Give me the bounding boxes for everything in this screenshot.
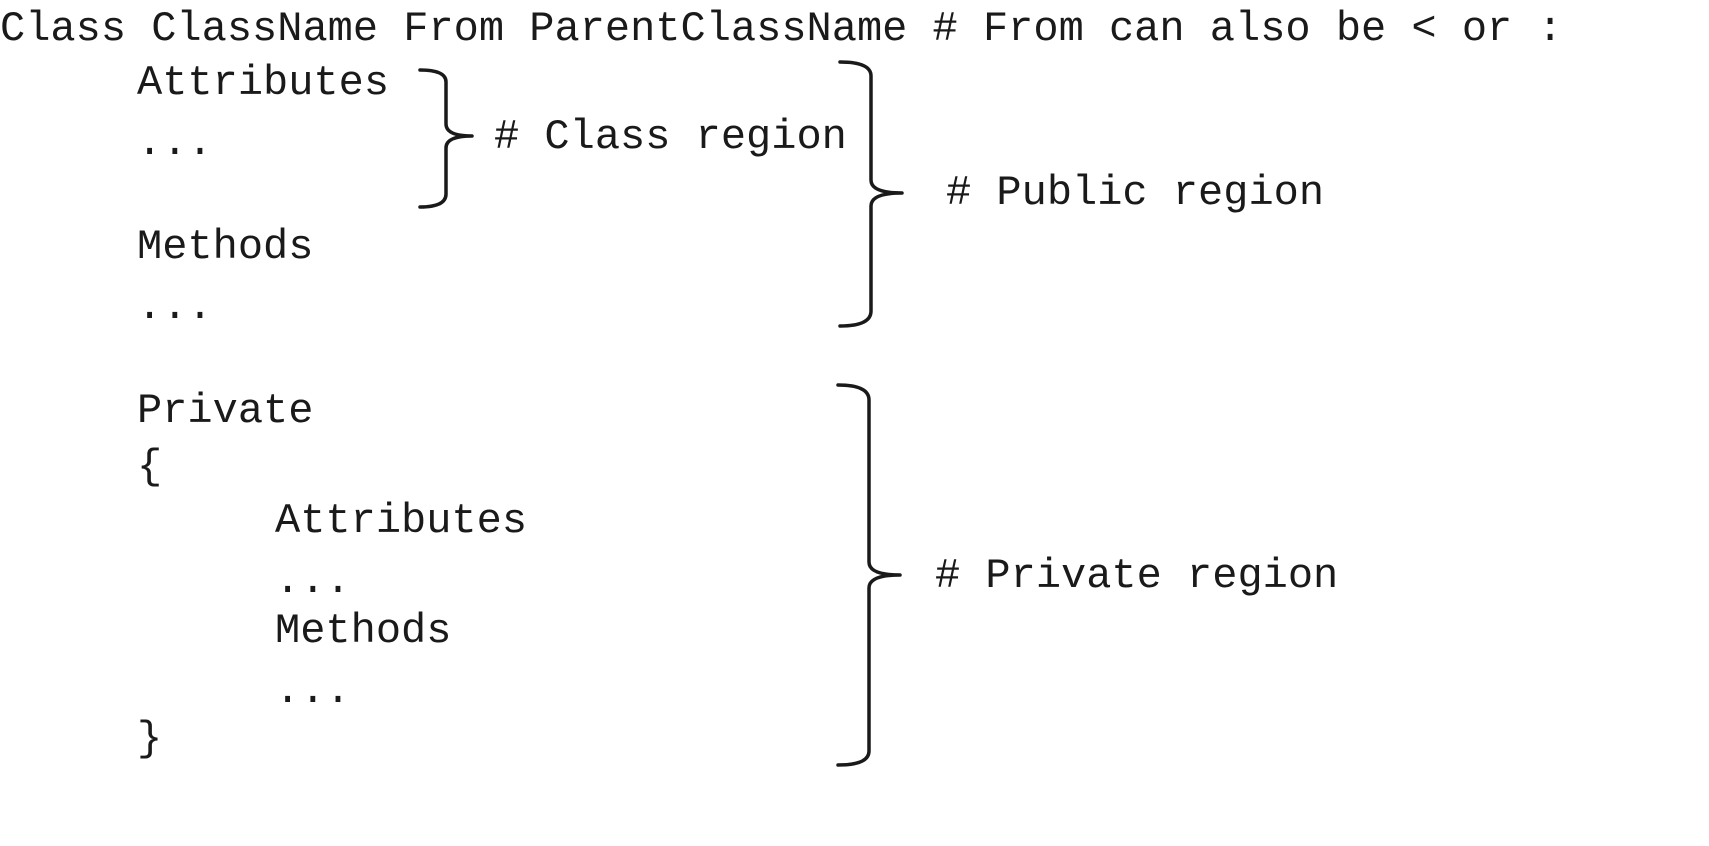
class-attributes-line: Attributes — [137, 59, 390, 107]
class-declaration-line: Class ClassName From ParentClassName # F… — [0, 5, 1563, 53]
private-region-brace — [836, 383, 902, 767]
class-methods-line: Methods — [137, 223, 314, 271]
private-methods-ellipsis: ... — [275, 667, 351, 715]
private-region-label: # Private region — [935, 552, 1339, 600]
class-methods-ellipsis: ... — [137, 283, 213, 331]
class-attributes-ellipsis: ... — [137, 119, 213, 167]
private-keyword-line: Private — [137, 387, 314, 435]
private-open-brace: { — [137, 443, 163, 491]
private-methods-line: Methods — [275, 607, 452, 655]
public-region-brace — [838, 60, 904, 328]
private-attributes-ellipsis: ... — [275, 557, 351, 605]
private-attributes-line: Attributes — [275, 497, 528, 545]
public-region-label: # Public region — [946, 169, 1325, 217]
private-close-brace: } — [137, 715, 163, 763]
class-region-label: # Class region — [494, 113, 847, 161]
class-region-brace — [418, 68, 474, 209]
